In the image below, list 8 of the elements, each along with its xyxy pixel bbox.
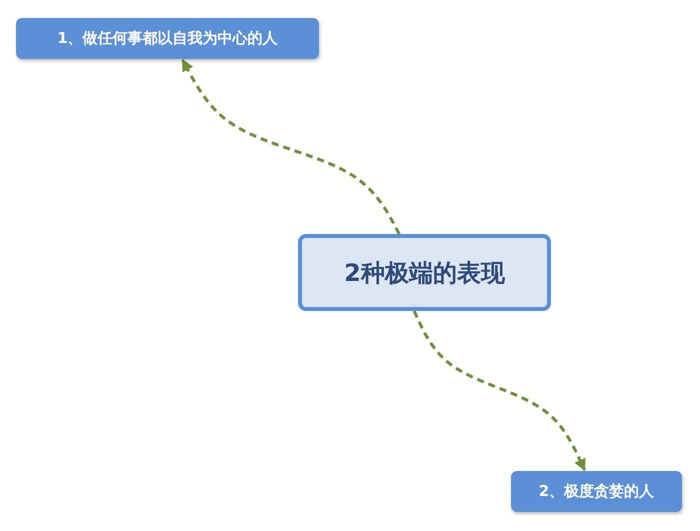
subtopic-box xyxy=(16,18,319,59)
topic-text: 2种极端的表现 xyxy=(344,258,505,288)
dashed-arrow xyxy=(412,310,586,472)
topic-text: 2、极度贪婪的人 xyxy=(538,482,654,501)
topic-text: 1、做任何事都以自我为中心的人 xyxy=(57,29,278,48)
central-topic-box xyxy=(298,234,551,311)
subtopic-box xyxy=(511,471,682,512)
dashed-arrow xyxy=(181,58,401,235)
